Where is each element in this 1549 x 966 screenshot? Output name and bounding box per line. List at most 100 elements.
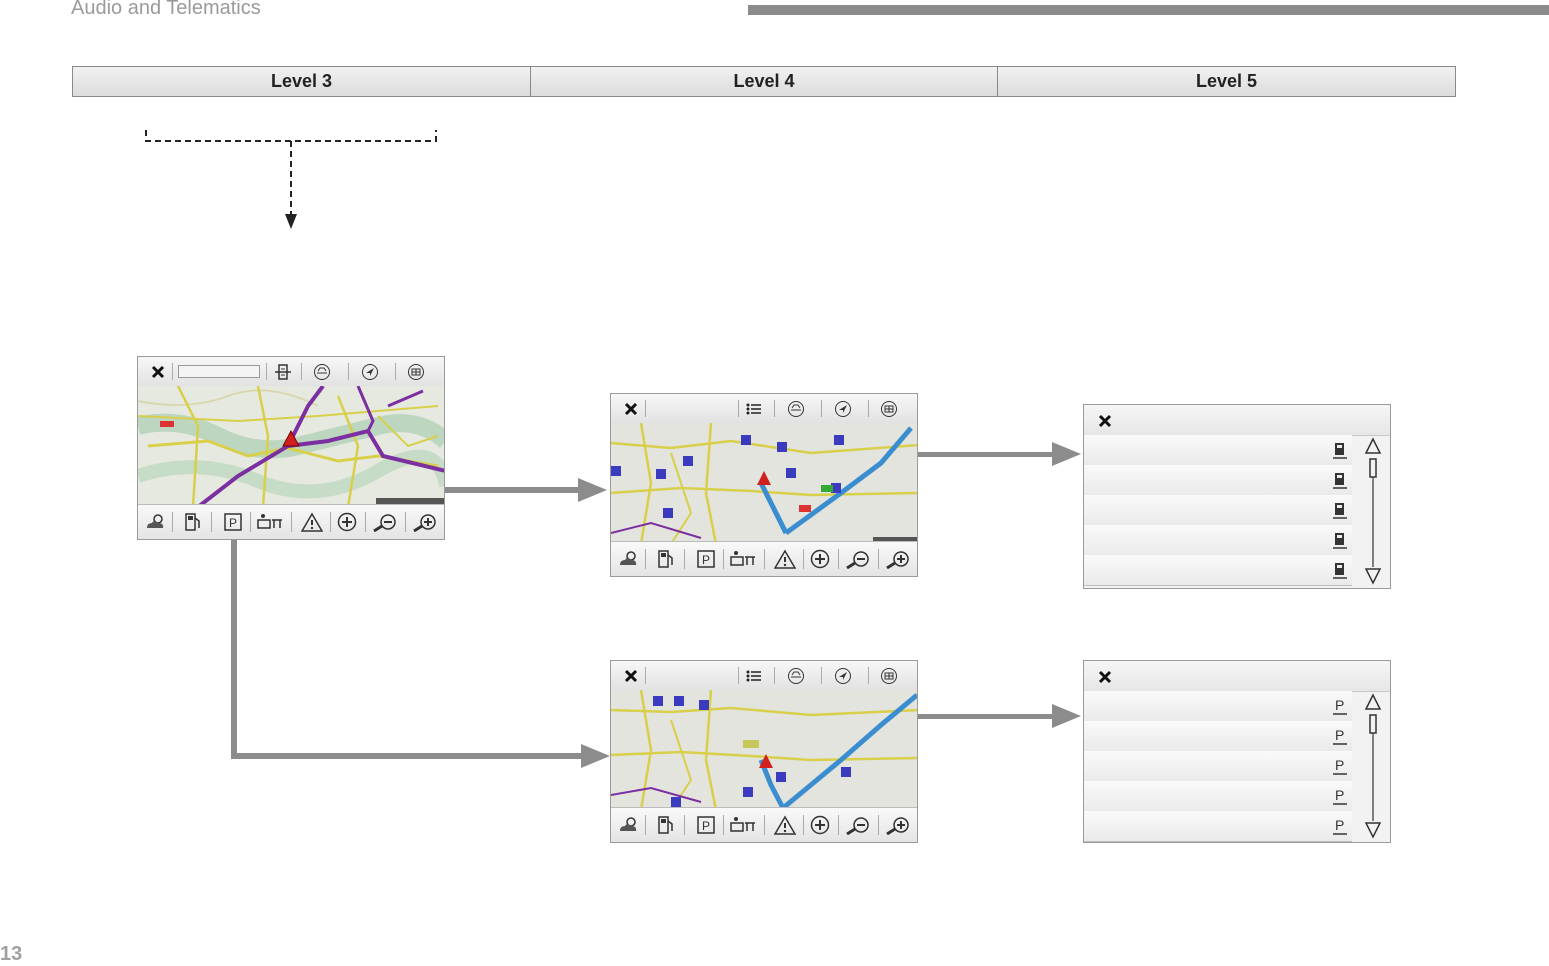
close-icon[interactable] <box>621 666 641 686</box>
zoom-in-icon[interactable] <box>884 814 912 836</box>
search-field[interactable] <box>178 365 260 378</box>
fuel-pump-icon <box>1330 530 1350 550</box>
zoom-out-icon[interactable] <box>371 511 399 533</box>
parking-icon: P <box>1330 696 1350 716</box>
map-options-icon[interactable] <box>879 666 899 686</box>
zoom-in-icon[interactable] <box>411 511 439 533</box>
warning-triangle-icon[interactable] <box>773 548 797 570</box>
scroll-down-icon <box>1364 568 1382 585</box>
map-options-icon[interactable] <box>406 362 426 382</box>
level3-map-screen: P <box>137 356 445 540</box>
parking-icon[interactable]: P <box>695 548 717 570</box>
level5-parking-list-screen: P P P P P <box>1083 660 1391 843</box>
parking-icon[interactable]: P <box>222 511 244 533</box>
warning-triangle-icon[interactable] <box>773 814 797 836</box>
fuel-pump-icon[interactable] <box>655 548 675 570</box>
map-top-toolbar <box>138 357 444 387</box>
fuel-pump-icon[interactable] <box>182 511 202 533</box>
scroll-down-icon <box>1364 822 1382 839</box>
list-item[interactable] <box>1084 495 1352 526</box>
parking-icon: P <box>1330 816 1350 836</box>
close-icon[interactable] <box>1096 412 1114 430</box>
list-item[interactable]: P <box>1084 721 1352 752</box>
map-top-toolbar <box>611 394 917 424</box>
level4-parking-map-screen: P <box>610 660 918 843</box>
svg-text:P: P <box>1335 817 1344 833</box>
parking-icon: P <box>1330 726 1350 746</box>
parking-icon: P <box>1330 756 1350 776</box>
list-item[interactable]: P <box>1084 751 1352 782</box>
list-item[interactable] <box>1084 525 1352 556</box>
list-icon[interactable] <box>743 399 765 419</box>
add-icon[interactable] <box>809 548 831 570</box>
parking-icon: P <box>1330 786 1350 806</box>
weather-icon[interactable] <box>617 548 641 570</box>
svg-text:P: P <box>702 819 710 833</box>
warning-triangle-icon[interactable] <box>300 511 324 533</box>
parking-icon[interactable]: P <box>695 814 717 836</box>
zoom-in-icon[interactable] <box>884 548 912 570</box>
header-bar <box>748 5 1549 15</box>
car-view-icon[interactable] <box>786 666 806 686</box>
list-item[interactable] <box>1084 555 1352 586</box>
svg-text:P: P <box>229 516 237 530</box>
level-4-header: Level 4 <box>531 67 998 96</box>
level-3-header: Level 3 <box>73 67 531 96</box>
list-item[interactable]: P <box>1084 811 1352 842</box>
fuel-pump-icon <box>1330 500 1350 520</box>
list-top-bar <box>1084 405 1390 436</box>
weather-icon[interactable] <box>144 511 168 533</box>
car-view-icon[interactable] <box>312 362 332 382</box>
dashed-bracket-arrow <box>145 130 437 214</box>
list-item[interactable]: P <box>1084 781 1352 812</box>
level4-fuel-map-screen: P <box>610 393 918 577</box>
section-title: Audio and Telematics <box>71 0 261 19</box>
svg-text:P: P <box>702 553 710 567</box>
zoom-out-icon[interactable] <box>844 548 872 570</box>
map-view[interactable] <box>138 386 444 505</box>
map-view[interactable] <box>611 690 917 808</box>
car-view-icon[interactable] <box>786 399 806 419</box>
close-icon[interactable] <box>1096 668 1114 686</box>
map-bottom-toolbar: P <box>611 807 917 842</box>
rest-area-icon[interactable] <box>729 548 757 570</box>
scroll-up-icon <box>1364 437 1382 454</box>
list-top-bar <box>1084 661 1390 692</box>
level5-fuel-list-screen <box>1083 404 1391 589</box>
svg-text:P: P <box>1335 697 1344 713</box>
map-bottom-toolbar: P <box>138 504 444 539</box>
navigate-icon[interactable] <box>360 362 380 382</box>
map-top-toolbar <box>611 661 917 691</box>
list-icon[interactable] <box>743 666 765 686</box>
scroll-up-icon <box>1364 693 1382 710</box>
map-bottom-toolbar: P <box>611 541 917 576</box>
scroll-thumb <box>1369 458 1377 478</box>
traffic-grid-icon[interactable] <box>272 361 294 383</box>
weather-icon[interactable] <box>617 814 641 836</box>
navigate-icon[interactable] <box>833 666 853 686</box>
navigate-icon[interactable] <box>833 399 853 419</box>
list-item[interactable]: P <box>1084 691 1352 722</box>
add-icon[interactable] <box>809 814 831 836</box>
list-scrollbar[interactable] <box>1362 693 1384 841</box>
map-view[interactable] <box>611 423 917 542</box>
svg-text:P: P <box>1335 757 1344 773</box>
fuel-pump-icon <box>1330 470 1350 490</box>
fuel-pump-icon[interactable] <box>655 814 675 836</box>
fuel-pump-icon <box>1330 560 1350 580</box>
svg-text:P: P <box>1335 787 1344 803</box>
rest-area-icon[interactable] <box>256 511 284 533</box>
fuel-pump-icon <box>1330 440 1350 460</box>
svg-text:P: P <box>1335 727 1344 743</box>
add-icon[interactable] <box>336 511 358 533</box>
close-icon[interactable] <box>621 399 641 419</box>
rest-area-icon[interactable] <box>729 814 757 836</box>
list-item[interactable] <box>1084 435 1352 466</box>
level-header-table: Level 3 Level 4 Level 5 <box>72 66 1456 97</box>
level-5-header: Level 5 <box>1195 71 1258 91</box>
list-scrollbar[interactable] <box>1362 437 1384 587</box>
close-icon[interactable] <box>148 362 168 382</box>
zoom-out-icon[interactable] <box>844 814 872 836</box>
map-options-icon[interactable] <box>879 399 899 419</box>
list-item[interactable] <box>1084 465 1352 496</box>
